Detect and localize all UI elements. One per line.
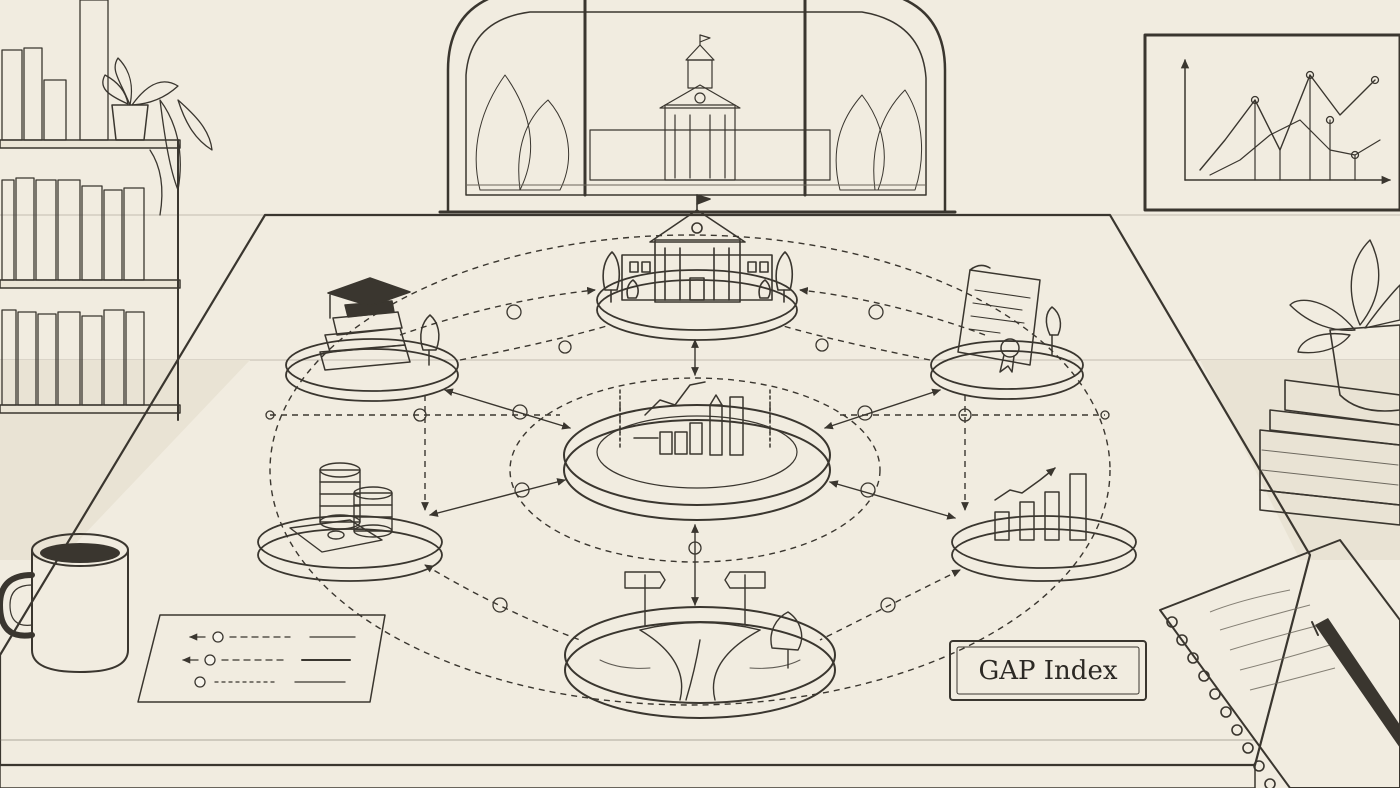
node-pathways xyxy=(564,571,836,719)
node-university xyxy=(596,194,798,341)
graduation-cap-books-icon xyxy=(319,277,440,371)
node-finance xyxy=(257,462,443,582)
central-bar-chart-icon xyxy=(619,381,771,456)
notebook-pen-icon xyxy=(1159,539,1400,788)
node-education xyxy=(285,277,459,402)
framed-line-chart-icon xyxy=(1143,33,1400,212)
coffee-mug-icon xyxy=(0,533,129,673)
table-surface xyxy=(0,213,1312,788)
gap-index-label: GAP Index xyxy=(978,656,1117,686)
university-building-icon xyxy=(602,194,793,303)
legend-card-icon xyxy=(137,614,386,703)
window-campus xyxy=(438,0,957,214)
rising-bar-chart-icon xyxy=(994,467,1087,541)
node-growth xyxy=(951,467,1137,582)
coin-stack-cash-icon xyxy=(289,462,393,553)
bookshelf xyxy=(0,0,213,421)
connection-network xyxy=(265,234,1111,706)
gap-index-plaque: GAP Index xyxy=(949,640,1147,701)
books-plant-icon xyxy=(1259,239,1400,526)
node-center-analytics xyxy=(563,381,831,521)
diploma-certificate-icon xyxy=(957,264,1062,373)
node-credential xyxy=(930,264,1084,400)
crossroads-signpost-icon xyxy=(599,571,803,701)
shelf-plant-icon xyxy=(102,57,213,216)
